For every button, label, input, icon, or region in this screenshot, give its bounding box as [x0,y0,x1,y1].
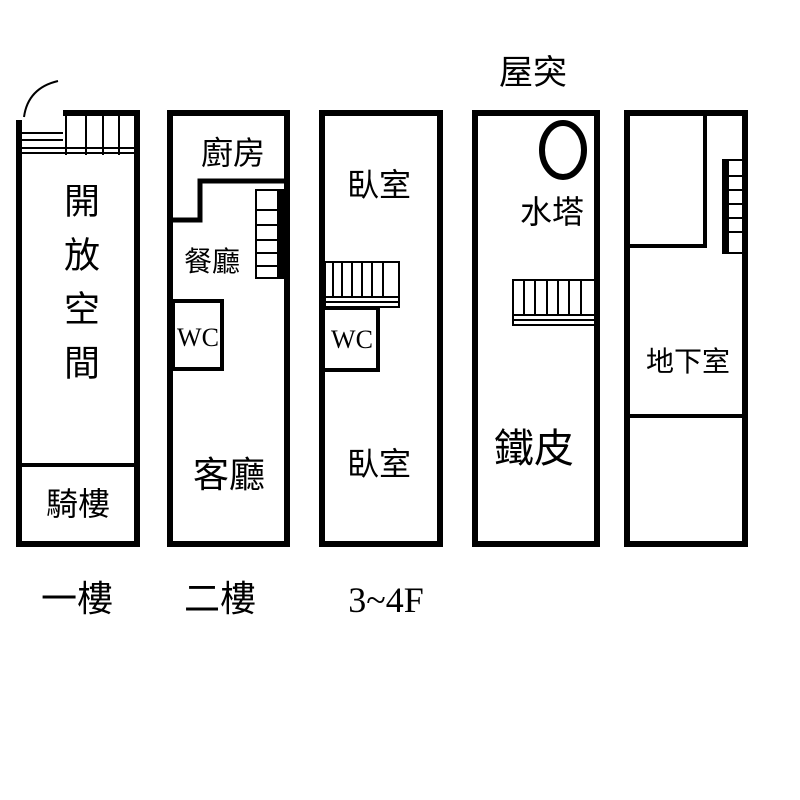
room-water-tower: 水塔 [519,193,585,231]
room-basement: 地下室 [645,345,731,378]
stairs-roof [512,279,596,326]
room-dining: 餐廳 [183,245,241,278]
plan-2f-walls [167,110,290,547]
roof-title: 屋突 [499,53,567,93]
stairs-basement [722,159,744,254]
water-tower-icon [539,120,587,180]
floor-label-3-4f: 3~4F [348,580,424,620]
room-living: 客廳 [192,455,266,496]
room-kitchen: 廚房 [200,134,266,172]
plan-roof-walls [472,110,600,547]
stairs-3-4f [324,261,400,308]
room-iron-sheet: 鐵皮 [494,426,574,472]
stairs-2f [255,189,286,279]
stairs-1f [22,113,134,155]
room-bedroom-bottom: 臥室 [346,445,412,483]
room-arcade: 騎樓 [45,485,111,523]
floor-label-1f: 一樓 [40,579,114,620]
plan-basement-walls [624,110,748,547]
room-wc-3-4f: WC [331,325,373,354]
plan-1f-walls [16,110,140,547]
door-swing-icon [23,80,59,118]
room-bedroom-top: 臥室 [346,166,412,204]
room-wc-2f: WC [177,323,219,352]
room-open-space: 開放空間 [58,182,99,398]
floor-label-2f: 二樓 [183,579,257,620]
